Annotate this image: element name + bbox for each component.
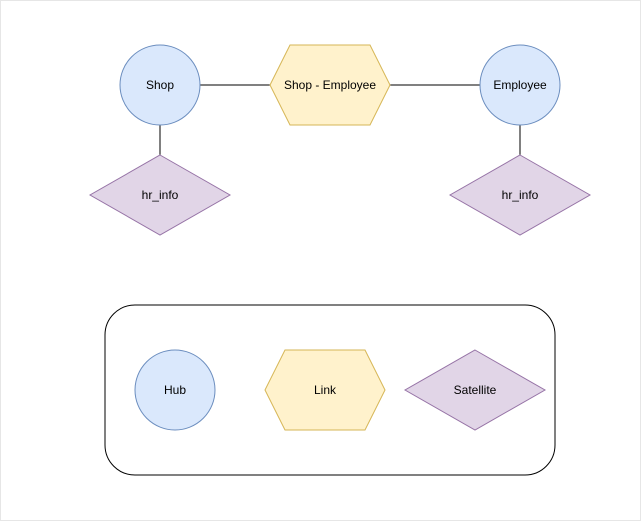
legend-item-satellite: Satellite <box>403 349 547 431</box>
legend: Hub Link Satellite <box>104 304 556 476</box>
satellite-shape <box>448 154 592 236</box>
link-node-shop-employee[interactable]: Shop - Employee <box>269 44 391 126</box>
satellite-label-shop-hr-info: hr_info <box>142 188 179 202</box>
hub-label-employee: Employee <box>493 78 547 92</box>
legend-hub-label: Hub <box>164 383 186 397</box>
legend-satellite-shape <box>403 349 547 431</box>
legend-hub-shape <box>134 349 216 431</box>
satellite-node-employee-hr-info[interactable]: hr_info <box>448 154 592 236</box>
legend-link-shape <box>264 349 386 431</box>
satellite-shape <box>88 154 232 236</box>
hub-shape <box>119 44 201 126</box>
link-shape <box>269 44 391 126</box>
hub-label-shop: Shop <box>146 78 174 92</box>
link-label-shop-employee: Shop - Employee <box>284 78 376 92</box>
satellite-node-shop-hr-info[interactable]: hr_info <box>88 154 232 236</box>
hub-shape <box>479 44 561 126</box>
hub-node-employee[interactable]: Employee <box>479 44 561 126</box>
legend-item-link: Link <box>264 349 386 431</box>
legend-satellite-label: Satellite <box>454 383 497 397</box>
hub-node-shop[interactable]: Shop <box>119 44 201 126</box>
legend-link-label: Link <box>314 383 337 397</box>
legend-item-hub: Hub <box>134 349 216 431</box>
satellite-label-employee-hr-info: hr_info <box>502 188 539 202</box>
